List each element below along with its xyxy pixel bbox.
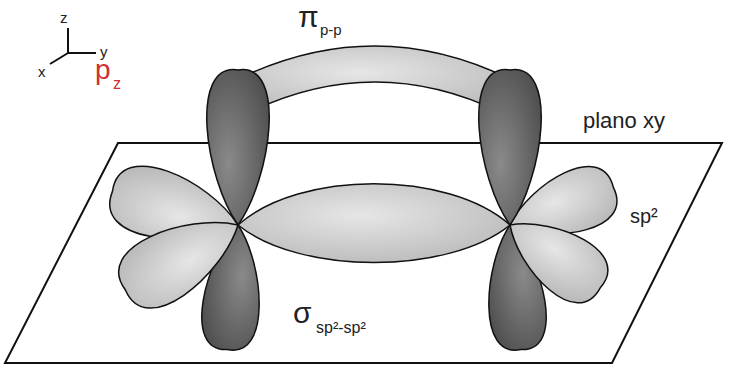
axis-label: z xyxy=(60,10,68,25)
axis-label: x xyxy=(38,64,46,79)
axes xyxy=(50,28,96,64)
orbital-label: p xyxy=(95,56,111,84)
pz-lobe xyxy=(207,70,269,225)
xy-plane xyxy=(5,143,722,363)
bond-label: σ xyxy=(293,298,312,328)
orbital-subscript: z xyxy=(113,76,121,92)
pi-bond xyxy=(232,46,516,112)
pz-lobe xyxy=(479,70,541,225)
bond-label: π xyxy=(298,2,319,32)
orbital-label: sp² xyxy=(630,206,658,226)
bond-subscript: sp²-sp² xyxy=(316,320,366,336)
sigma-bond xyxy=(238,184,510,263)
bond-subscript: p-p xyxy=(320,22,342,37)
plane-label: plano xy xyxy=(583,110,665,132)
